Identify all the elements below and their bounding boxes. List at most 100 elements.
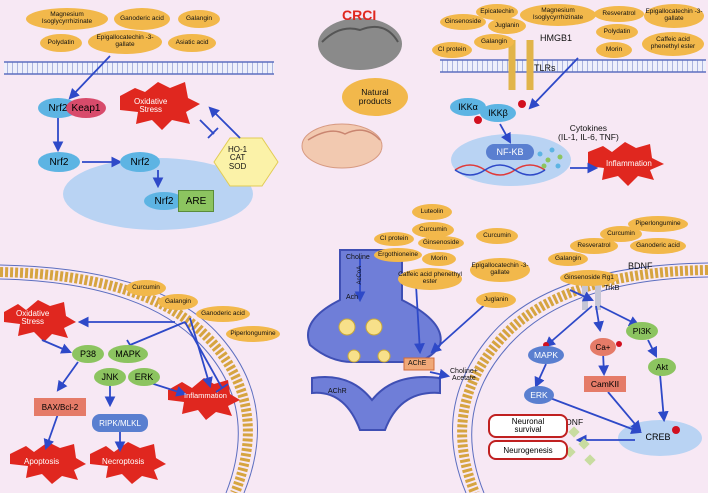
- compound-pill: Polydatin: [40, 34, 82, 52]
- presynaptic-terminal: [307, 249, 442, 363]
- compound-pill: Ganoderic acid: [114, 8, 170, 30]
- mapk-node: MAPK: [108, 345, 148, 363]
- nrf2-node: Nrf2: [38, 152, 80, 172]
- compound-pill: Curcumin: [126, 280, 166, 296]
- brain-pink-image: [301, 123, 383, 169]
- ach-label: Ach: [346, 294, 359, 301]
- compound-pill: Caffeic acid phenethyl ester: [642, 32, 704, 56]
- compound-pill: Epigallocatechin -3-gallate: [644, 4, 704, 28]
- compound-pill: Curcumin: [476, 228, 518, 244]
- p38-node: P38: [72, 345, 104, 363]
- bdnf-top-label: BDNF: [628, 261, 653, 271]
- compound-pill: Galangin: [158, 294, 198, 310]
- page-title: CRCI: [342, 7, 377, 23]
- compound-pill: Caffeic acid phenethyl ester: [398, 268, 462, 290]
- mapk-node: MAPK: [528, 346, 564, 364]
- enzymes-hexagon: [213, 137, 279, 187]
- cell-membrane-right: [457, 265, 708, 493]
- compound-pill: Curcumin: [600, 226, 642, 242]
- nrf2-node: Nrf2: [120, 152, 160, 172]
- compound-pill: Magnesium Isoglycyrrhizinate: [520, 4, 596, 26]
- inflammation-label: Inflammation: [184, 391, 227, 400]
- necroptosis-burst: [90, 442, 166, 484]
- inflammation-label: Inflammation: [606, 159, 652, 168]
- oxidative-stress-burst-top: [120, 82, 200, 130]
- inflammation-burst-top: [588, 142, 664, 186]
- arrows: [41, 55, 669, 453]
- cytokines-label: Cytokines (IL-1, IL-6, TNF): [558, 123, 619, 142]
- membrane-top-left: [4, 62, 274, 74]
- compound-pill: Epigallocatechin -3-gallate: [470, 258, 530, 282]
- compound-pill: Resveratrol: [570, 238, 618, 254]
- nfkb-ellipse: [451, 134, 571, 186]
- compound-pill: Ginsenoside: [440, 14, 486, 30]
- natural-products-pill: Natural products: [342, 78, 408, 116]
- compound-pill: Ginsenoside: [418, 236, 464, 250]
- compound-pill: Juglanin: [488, 18, 526, 34]
- pi3k-node: PI3K: [626, 322, 658, 340]
- compound-pill: Galangin: [474, 34, 514, 50]
- are-node: ARE: [178, 190, 214, 212]
- nrf2-node: Nrf2: [144, 192, 184, 210]
- compound-pill: Epigallocatechin -3-gallate: [88, 30, 162, 54]
- bdnf-label: BDNF: [560, 417, 584, 427]
- compound-pill: Epicatechin: [476, 4, 518, 20]
- apoptosis-label: Apoptosis: [24, 457, 60, 466]
- necroptosis-label: Necroptosis: [102, 457, 145, 466]
- oxidative-stress-burst-bottom: [4, 300, 76, 342]
- trkb-label: TrkB: [604, 283, 620, 292]
- enzymes-label: HO-1 CAT SOD: [228, 145, 248, 171]
- cytokine-dots: [537, 147, 563, 169]
- neurogenesis-box: Neurogenesis: [488, 440, 568, 460]
- postsynaptic-terminal: [311, 376, 441, 431]
- hmgb1-label: HMGB1: [540, 33, 573, 43]
- apoptosis-burst: [10, 442, 86, 484]
- neuronal-survival-box: Neuronal survival: [488, 414, 568, 438]
- oxidative-stress-label: Oxidative Stress: [134, 97, 168, 115]
- cell-membrane-left: [0, 267, 253, 493]
- compound-pill: Morin: [596, 42, 632, 58]
- erk-node: ERK: [128, 368, 160, 386]
- compound-pill: Piperlongumine: [226, 326, 280, 342]
- choline-label: Choline: [346, 254, 370, 261]
- jnk-node: JNK: [94, 368, 126, 386]
- achr-label: AChR: [328, 388, 347, 395]
- erk-node: ERK: [524, 386, 554, 404]
- compound-pill: Ginsenoside Rg1: [560, 270, 618, 286]
- oxidative-stress-label: Oxidative Stress: [16, 309, 50, 327]
- acetyl-coa-label: AcCoA: [357, 265, 364, 285]
- ripk-node: RIPK/MLKL: [92, 414, 148, 432]
- bdnf-diamonds: [564, 426, 596, 466]
- nfkb-node: NF-KB: [486, 144, 534, 160]
- creb-node: CREB: [645, 432, 671, 442]
- compound-pill: Ergothioneine: [374, 248, 422, 262]
- ikkb-node: IKKβ: [480, 104, 516, 122]
- brain-gray-image: [318, 18, 402, 70]
- membrane-top-right: [440, 60, 706, 72]
- compound-pill: Ganoderic acid: [630, 238, 686, 254]
- compound-pill: Galangin: [548, 252, 588, 266]
- compound-pill: Juglanin: [476, 292, 516, 308]
- ikka-node: IKKα: [450, 98, 486, 116]
- compound-pill: Polydatin: [596, 24, 638, 40]
- compound-pill: Galangin: [178, 10, 220, 28]
- bax-node: BAX/Bcl-2: [34, 398, 86, 416]
- compound-pill: CI protein: [432, 42, 472, 58]
- tlrs-label: TLRs: [534, 63, 556, 73]
- akt-node: Akt: [648, 358, 676, 376]
- keap1-node: Keap1: [66, 98, 106, 118]
- compound-pill: Luteolin: [412, 204, 452, 220]
- compound-pill: Magnesium Isoglycyrrhizinate: [26, 8, 108, 30]
- compound-pill: CI protein: [374, 232, 414, 246]
- compound-pill: Piperlongumine: [628, 216, 688, 232]
- compound-pill: Curcumin: [412, 222, 454, 238]
- compound-pill: Resveratrol: [594, 6, 644, 22]
- choline-acetate-label: Choline+ Acetate: [450, 368, 478, 383]
- compound-pill: Morin: [422, 252, 456, 266]
- ca-node: Ca+: [590, 338, 616, 356]
- compound-pill: Asiatic acid: [168, 34, 216, 52]
- camkii-node: CamKII: [584, 376, 626, 392]
- compound-pill: Ganoderic acid: [196, 306, 250, 322]
